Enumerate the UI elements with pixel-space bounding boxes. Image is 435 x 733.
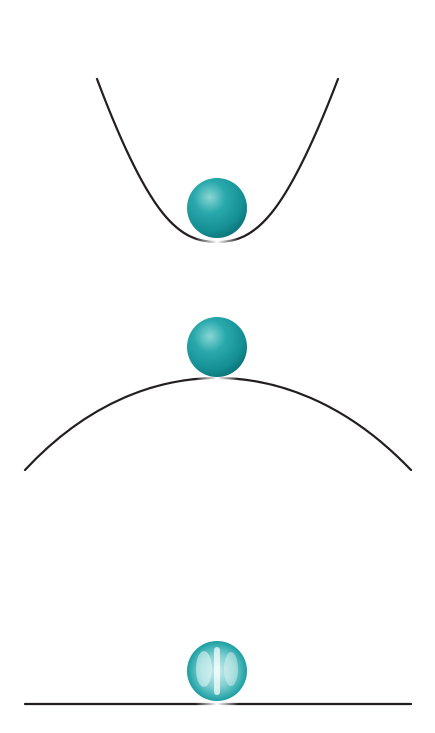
scene-unstable-equilibrium <box>23 317 413 472</box>
scene-stable-equilibrium <box>95 77 340 244</box>
ball-highlight-left <box>196 651 212 687</box>
convex-hill-curve <box>23 376 413 472</box>
scene-neutral-equilibrium <box>23 641 413 707</box>
contact-glow <box>195 236 239 244</box>
contact-glow <box>195 699 239 707</box>
ball-highlight-band <box>214 647 220 695</box>
ball-on-top <box>187 317 247 377</box>
contact-glow <box>195 376 239 384</box>
ball-highlight-right <box>224 652 238 686</box>
ball-at-bottom <box>187 178 247 238</box>
